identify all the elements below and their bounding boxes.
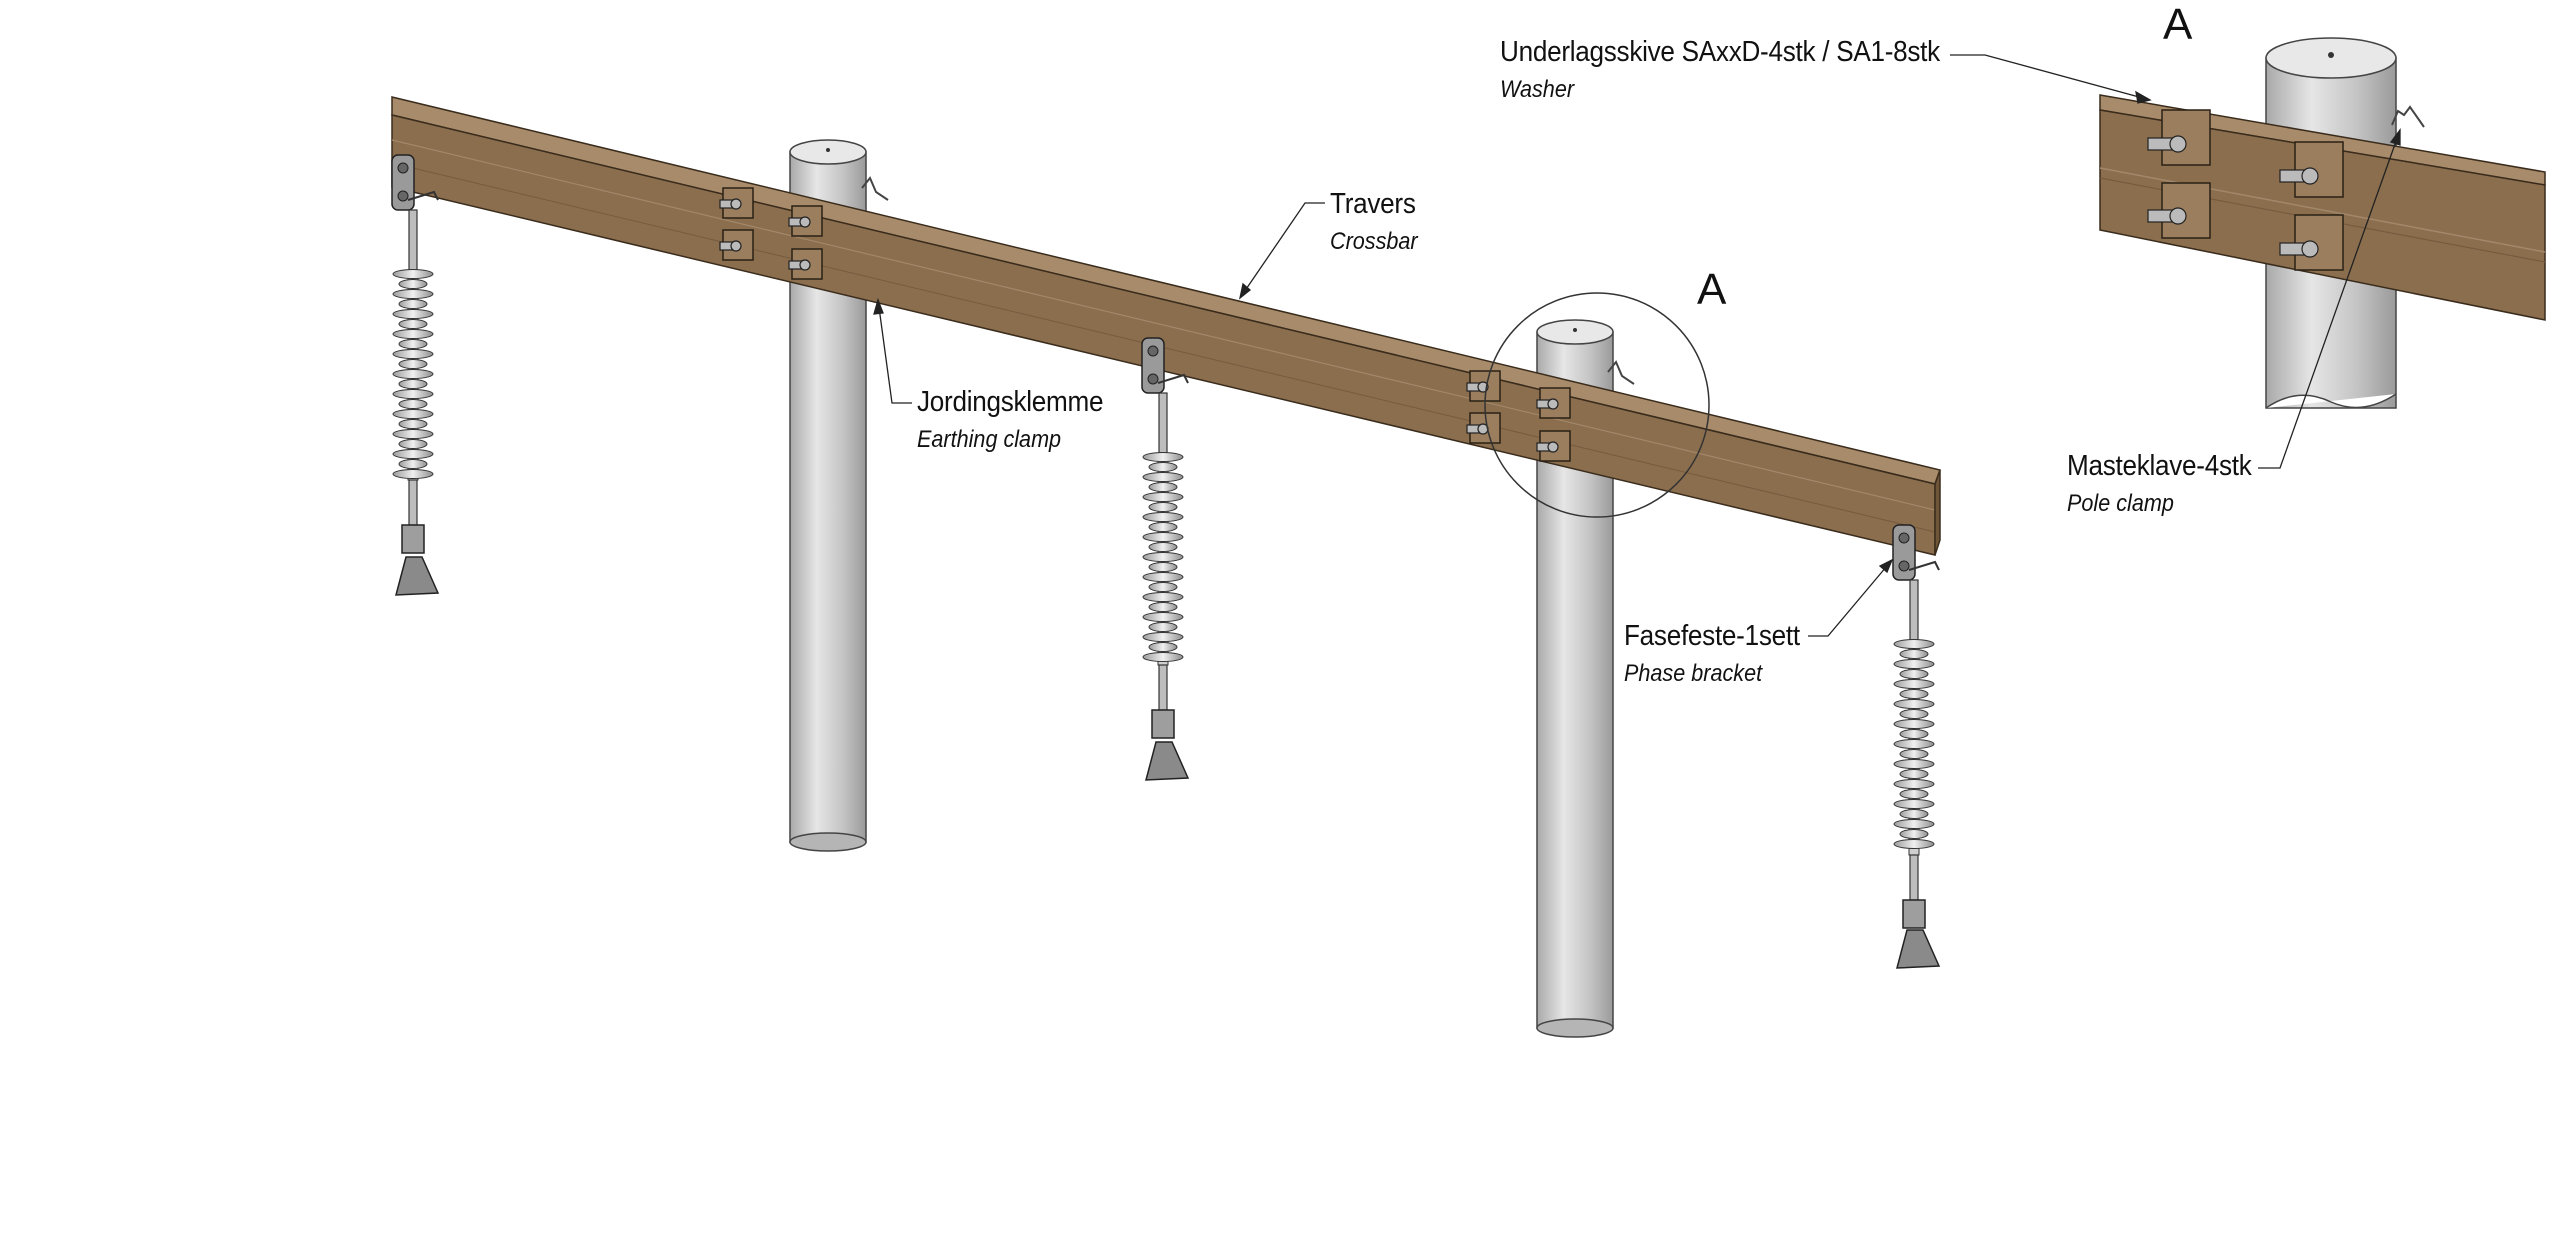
insulator-shed	[1899, 729, 1929, 739]
detail-view-a	[2099, 37, 2546, 409]
leader-pole-clamp	[2258, 129, 2401, 469]
insulator-shed	[1899, 669, 1929, 679]
insulator-shed	[1148, 482, 1178, 492]
insulator-shed	[1893, 659, 1935, 669]
insulator-shed	[1893, 639, 1935, 649]
insulator-shed	[392, 349, 434, 359]
insulator-shed	[1142, 512, 1184, 522]
insulator-shed	[1148, 622, 1178, 632]
leader-washer	[1950, 54, 2151, 101]
insulator-shed	[1142, 492, 1184, 502]
insulator-shed	[398, 279, 428, 289]
insulator-shed	[392, 469, 434, 479]
phase-bracket-label: Fasefeste-1sett	[1624, 620, 1800, 652]
washer-group-right-pole	[1466, 360, 1635, 462]
insulator-shed	[398, 319, 428, 329]
insulator-shed	[1899, 689, 1929, 699]
washer-label: Underlagsskive SAxxD-4stk / SA1-8stk	[1500, 36, 1940, 68]
insulator-shed	[1148, 462, 1178, 472]
insulator-shed	[1148, 542, 1178, 552]
pole-clamp-label: Masteklave-4stk	[2067, 450, 2252, 482]
insulator-shed	[392, 409, 434, 419]
insulator-shed	[1142, 572, 1184, 582]
insulator-shed	[1899, 749, 1929, 759]
insulator-shed	[1899, 769, 1929, 779]
phase-bracket-right	[1892, 524, 1940, 581]
detail-marker: A	[1697, 265, 1727, 314]
insulator-shed	[398, 359, 428, 369]
insulator-shed	[1142, 532, 1184, 542]
insulator-shed	[1142, 592, 1184, 602]
insulator-shed	[1893, 779, 1935, 789]
leader-earthing-clamp	[877, 299, 912, 404]
insulator-shed	[1893, 699, 1935, 709]
insulator-shed	[398, 399, 428, 409]
earthing-clamp-sublabel: Earthing clamp	[917, 426, 1062, 453]
insulator-shed	[1142, 612, 1184, 622]
insulator-shed	[392, 389, 434, 399]
detail-circle	[1484, 292, 1710, 518]
insulator-shed	[398, 379, 428, 389]
insulator-shed	[398, 339, 428, 349]
insulator-shed	[398, 419, 428, 429]
insulator-shed	[1899, 809, 1929, 819]
insulator-shed	[1893, 759, 1935, 769]
insulator-shed	[1148, 602, 1178, 612]
insulator-right	[1893, 579, 1941, 969]
insulator-shed	[1893, 679, 1935, 689]
insulator-shed	[392, 369, 434, 379]
insulator-shed	[392, 309, 434, 319]
insulator-shed	[392, 449, 434, 459]
washer-group-left-pole	[719, 176, 889, 280]
insulator-shed	[398, 439, 428, 449]
detail-view-marker: A	[2163, 0, 2193, 49]
phase-bracket-sublabel: Phase bracket	[1624, 660, 1763, 687]
insulator-shed	[1893, 799, 1935, 809]
insulator-shed	[1893, 819, 1935, 829]
insulator-shed	[1899, 789, 1929, 799]
insulator-shed	[398, 459, 428, 469]
insulator-shed	[1148, 522, 1178, 532]
insulator-shed	[1148, 582, 1178, 592]
insulator-shed	[1142, 632, 1184, 642]
insulator-shed	[1893, 839, 1935, 849]
leader-crossbar	[1239, 202, 1325, 299]
insulator-shed	[1142, 452, 1184, 462]
pole-clamp-sublabel: Pole clamp	[2067, 490, 2174, 517]
insulator-shed	[1142, 552, 1184, 562]
insulator-shed	[1893, 719, 1935, 729]
leader-phase-bracket	[1808, 559, 1893, 637]
insulator-shed	[1893, 739, 1935, 749]
washer-sublabel: Washer	[1500, 76, 1575, 103]
insulator-shed	[1148, 642, 1178, 652]
insulator-shed	[392, 269, 434, 279]
insulator-shed	[398, 299, 428, 309]
insulator-shed	[392, 289, 434, 299]
insulator-left	[392, 209, 440, 596]
insulator-shed	[1142, 652, 1184, 662]
insulator-shed	[392, 429, 434, 439]
insulator-shed	[1899, 709, 1929, 719]
crossbar-label: Travers	[1330, 188, 1416, 220]
leader-lines	[873, 54, 2401, 637]
insulator-shed	[1899, 649, 1929, 659]
insulator-shed	[1899, 829, 1929, 839]
phase-bracket-left	[391, 154, 439, 211]
insulator-shed	[1142, 472, 1184, 482]
insulator-shed	[1148, 562, 1178, 572]
phase-bracket-middle	[1141, 337, 1189, 394]
insulator-shed	[1148, 502, 1178, 512]
crossbar-sublabel: Crossbar	[1330, 228, 1418, 255]
insulator-shed	[392, 329, 434, 339]
insulator-middle	[1142, 392, 1190, 781]
earthing-clamp-label: Jordingsklemme	[917, 386, 1104, 418]
